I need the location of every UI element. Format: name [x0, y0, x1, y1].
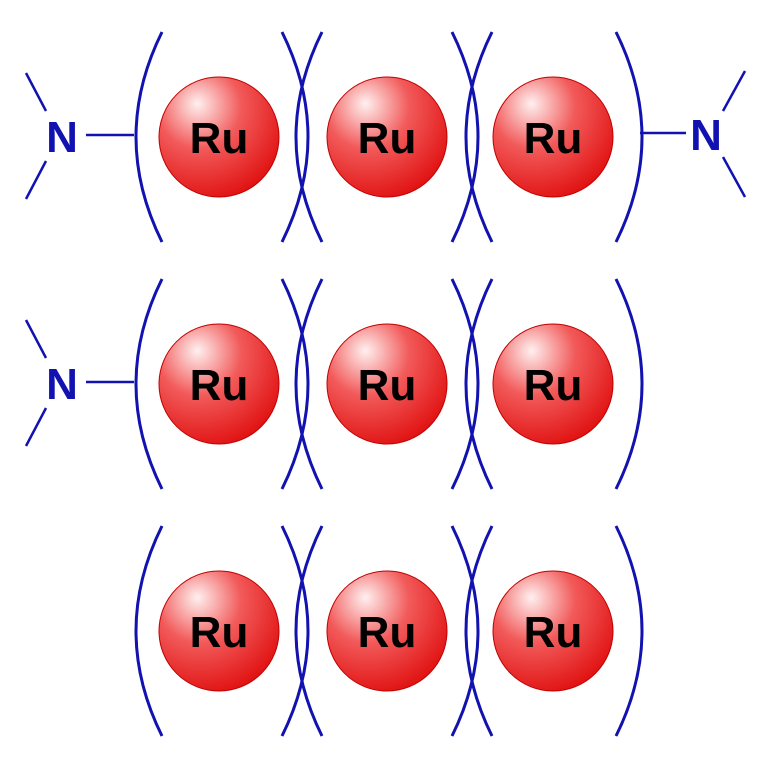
bracket-close [280, 278, 310, 490]
methyl-bond [24, 319, 48, 359]
ru-atom [326, 323, 448, 445]
bracket-open [134, 525, 164, 737]
bracket-open [294, 278, 324, 490]
chain-row-3: Ru Ru Ru [134, 525, 644, 737]
nitrogen-label: N [690, 111, 722, 160]
bracket-close [450, 278, 480, 490]
ru-atom [158, 570, 280, 692]
chain-row-1: Ru Ru Ru N N [24, 31, 747, 243]
bracket-open [294, 31, 324, 243]
ru-atom-label: Ru [524, 114, 583, 163]
ru-atom-label: Ru [190, 608, 249, 657]
ru-atom [158, 323, 280, 445]
methyl-bond [721, 70, 747, 112]
bracket-open [464, 31, 494, 243]
nitrogen-label: N [46, 360, 78, 409]
ru-atom-label: Ru [190, 361, 249, 410]
ru-atom-label: Ru [358, 114, 417, 163]
ru-atom-label: Ru [358, 608, 417, 657]
ru-atom [492, 570, 614, 692]
bracket-close [614, 31, 644, 243]
ru-atom-label: Ru [524, 608, 583, 657]
ru-atom-label: Ru [524, 361, 583, 410]
ru-atom [492, 76, 614, 198]
chain-row-2: Ru Ru Ru N [24, 278, 644, 490]
bracket-close [280, 31, 310, 243]
ru-atom [326, 570, 448, 692]
nitrogen-label: N [46, 113, 78, 162]
methyl-bond [721, 156, 747, 198]
bracket-open [294, 525, 324, 737]
ru-atom [326, 76, 448, 198]
methyl-bond [24, 72, 48, 112]
ru-atom [492, 323, 614, 445]
bracket-close [450, 525, 480, 737]
bracket-open [464, 525, 494, 737]
bracket-close [450, 31, 480, 243]
methyl-bond [24, 160, 48, 200]
ru-atom-label: Ru [190, 114, 249, 163]
bracket-close [614, 278, 644, 490]
ru-atom [158, 76, 280, 198]
bracket-open [134, 278, 164, 490]
methyl-bond [24, 407, 48, 447]
bracket-open [464, 278, 494, 490]
bracket-open [134, 31, 164, 243]
bracket-close [280, 525, 310, 737]
ru-atom-label: Ru [358, 361, 417, 410]
bracket-close [614, 525, 644, 737]
